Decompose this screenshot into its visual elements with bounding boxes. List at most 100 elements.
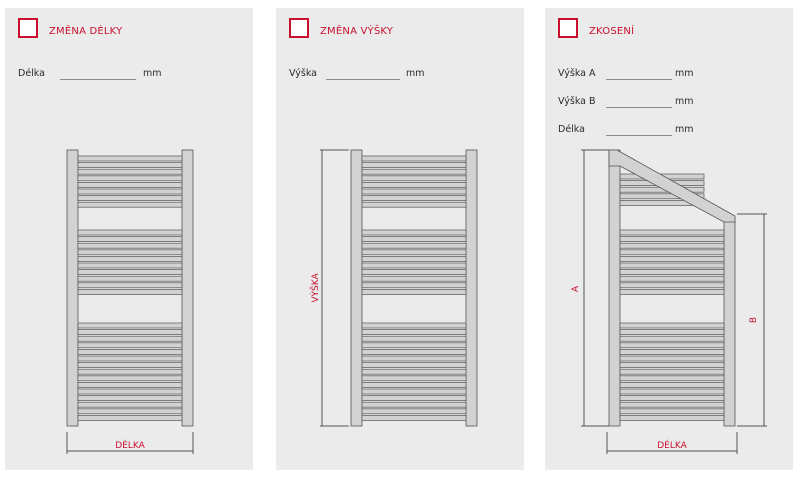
panel-title: ZMĚNA VÝŠKY xyxy=(320,26,394,37)
heating-tube xyxy=(77,249,183,256)
heating-tube xyxy=(619,256,725,262)
length-dimension-label: DÉLKA xyxy=(115,439,145,451)
heating-tube xyxy=(77,236,183,242)
heating-tube xyxy=(361,269,467,275)
heating-tube xyxy=(361,229,467,236)
height-unit: mm xyxy=(406,68,425,79)
heating-tube xyxy=(619,368,725,375)
heating-tube xyxy=(77,388,183,395)
length-input-line[interactable] xyxy=(60,79,136,80)
radiator-graphic xyxy=(350,149,478,427)
length-change-checkbox[interactable] xyxy=(18,18,38,38)
heating-tube xyxy=(77,168,183,175)
heating-tube xyxy=(77,395,183,401)
height-input-line[interactable] xyxy=(326,79,400,80)
heating-tube xyxy=(361,322,467,329)
heating-tube xyxy=(619,269,725,275)
heating-tube xyxy=(361,388,467,395)
heating-tube xyxy=(77,415,183,421)
heating-tube xyxy=(77,256,183,262)
heating-tube xyxy=(77,382,183,388)
heating-tube xyxy=(361,289,467,295)
heating-tube xyxy=(77,242,183,249)
heating-tube xyxy=(619,236,725,242)
heating-tube xyxy=(361,342,467,349)
heating-tube xyxy=(619,335,725,342)
heating-tube xyxy=(77,368,183,375)
heating-tube xyxy=(619,415,725,421)
height-change-checkbox[interactable] xyxy=(289,18,309,38)
heating-tube xyxy=(361,236,467,242)
heating-tube xyxy=(77,335,183,342)
heating-tube xyxy=(361,242,467,249)
heating-tube xyxy=(361,382,467,388)
heating-tube xyxy=(77,362,183,368)
heating-tube xyxy=(361,349,467,355)
panel-title: ZKOSENÍ xyxy=(589,26,635,37)
heating-tube xyxy=(361,335,467,342)
panel-length-change: ZMĚNA DÉLKY Délka mm DÉLKA xyxy=(5,8,253,470)
heating-tube xyxy=(361,395,467,401)
panel-bevel: ZKOSENÍ Výška A mm Výška B mm Délka mm A… xyxy=(545,8,793,470)
height-b-field: Výška B mm xyxy=(558,96,694,108)
bevel-length-input-line[interactable] xyxy=(606,135,672,136)
heating-tube xyxy=(77,195,183,201)
slanted-top-rail xyxy=(608,149,736,223)
panel-height-change: ZMĚNA VÝŠKY Výška mm VÝŠKA xyxy=(276,8,524,470)
heating-tube xyxy=(619,249,725,256)
height-b-input-line[interactable] xyxy=(606,107,672,108)
length-label: Délka xyxy=(18,68,45,79)
heating-tube xyxy=(361,415,467,421)
heating-tube xyxy=(361,329,467,335)
heating-tube xyxy=(77,275,183,282)
panel-title: ZMĚNA DÉLKY xyxy=(49,26,123,37)
height-a-label: Výška A xyxy=(558,68,596,79)
heating-tube xyxy=(77,201,183,208)
bevel-length-dimension-label: DÉLKA xyxy=(657,439,687,451)
heating-tube xyxy=(361,282,467,289)
heating-tube xyxy=(77,175,183,182)
radiator-graphic xyxy=(66,149,194,427)
heating-tube xyxy=(619,382,725,388)
heating-tube xyxy=(77,355,183,362)
heating-tube xyxy=(361,182,467,188)
heating-tube xyxy=(619,329,725,335)
length-unit: mm xyxy=(143,68,162,79)
heating-tube xyxy=(77,322,183,329)
length-dimension xyxy=(66,432,194,454)
heating-tube xyxy=(619,408,725,415)
height-a-dimension-label: A xyxy=(571,285,581,292)
heating-tube xyxy=(77,262,183,269)
right-upright xyxy=(465,149,478,427)
bevel-checkbox[interactable] xyxy=(558,18,578,38)
heating-tube xyxy=(619,289,725,295)
height-a-input-line[interactable] xyxy=(606,79,672,80)
left-upright xyxy=(66,149,79,427)
heating-tube xyxy=(361,262,467,269)
heating-tube xyxy=(361,249,467,256)
heating-tube xyxy=(77,162,183,168)
heating-tube xyxy=(361,355,467,362)
heating-tube xyxy=(619,375,725,382)
height-a-field: Výška A mm xyxy=(558,68,694,80)
left-upright xyxy=(608,149,621,427)
heating-tube xyxy=(77,289,183,295)
heating-tube xyxy=(77,401,183,408)
radiator-bevel-drawing: A B DÉLKA xyxy=(571,149,767,454)
height-b-dimension xyxy=(737,213,767,427)
bevel-length-dimension xyxy=(606,432,738,454)
height-field: Výška mm xyxy=(289,68,425,80)
heating-tube xyxy=(361,408,467,415)
heating-tube xyxy=(619,355,725,362)
left-upright xyxy=(350,149,363,427)
height-dimension xyxy=(320,149,349,427)
radiator-graphic xyxy=(608,149,736,427)
heating-tube xyxy=(619,242,725,249)
heating-tube xyxy=(77,282,183,289)
heating-tube xyxy=(619,322,725,329)
heating-tube xyxy=(77,188,183,195)
height-b-unit: mm xyxy=(675,96,694,107)
heating-tube xyxy=(361,155,467,162)
heating-tube xyxy=(361,368,467,375)
heating-tube xyxy=(361,201,467,208)
